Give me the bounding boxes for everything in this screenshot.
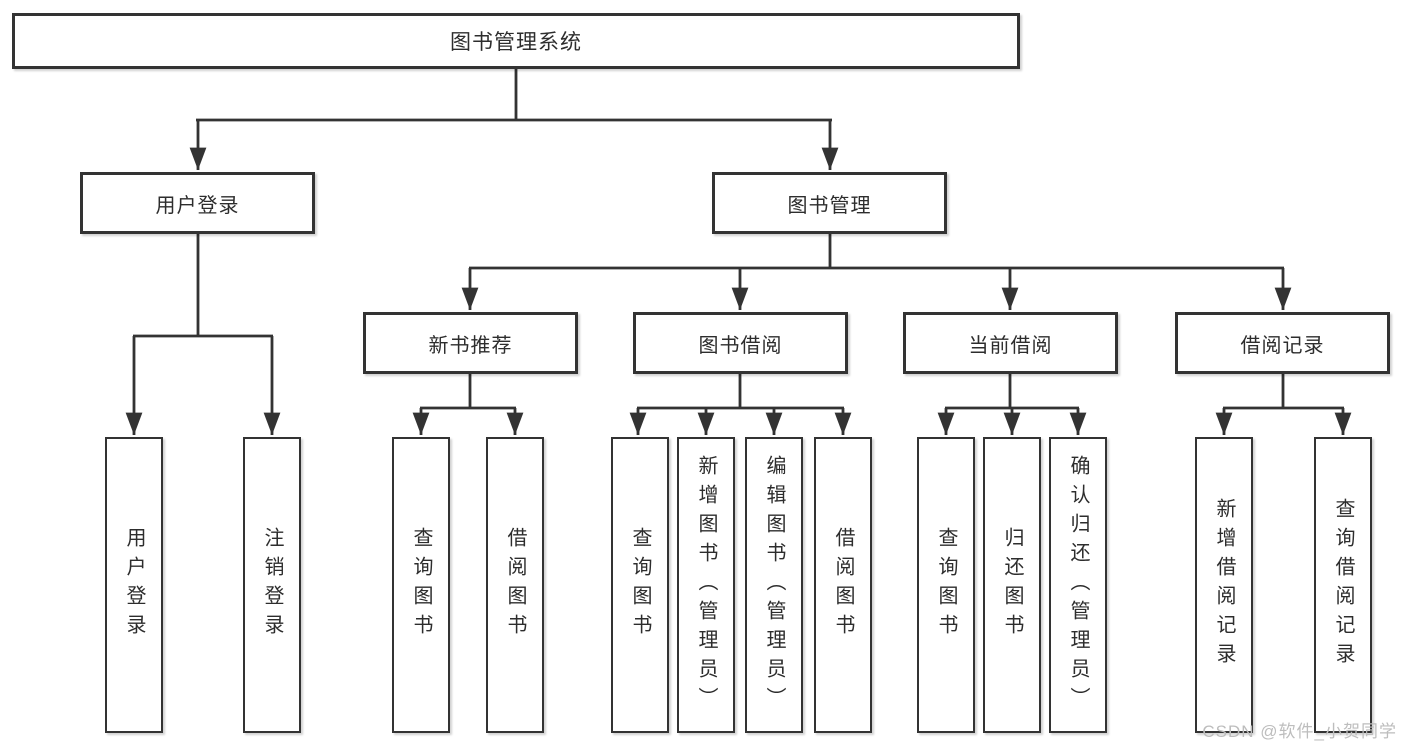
leaf-cb-confirm-return-admin: 确认归还（管理员） [1049,437,1107,733]
leaf-label: 查询借阅记录 [1332,498,1354,672]
leaf-cb-return-books: 归还图书 [983,437,1041,733]
node-root: 图书管理系统 [12,13,1020,69]
node-new-book-recommend: 新书推荐 [363,312,578,374]
leaf-label: 注销登录 [261,527,283,643]
node-book-borrow: 图书借阅 [633,312,848,374]
leaf-label: 借阅图书 [832,527,854,643]
leaf-br-query-record: 查询借阅记录 [1314,437,1372,733]
leaf-label: 借阅图书 [504,527,526,643]
leaf-rec-query-books: 查询图书 [392,437,450,733]
leaf-bb-edit-books-admin: 编辑图书（管理员） [745,437,803,733]
leaf-bb-add-books-admin: 新增图书（管理员） [677,437,735,733]
leaf-label: 新增借阅记录 [1213,498,1235,672]
leaf-cb-query-books: 查询图书 [917,437,975,733]
leaf-label: 查询图书 [410,527,432,643]
leaf-label: 查询图书 [629,527,651,643]
leaf-bb-borrow-books: 借阅图书 [814,437,872,733]
node-book-management: 图书管理 [712,172,947,234]
leaf-rec-borrow-books: 借阅图书 [486,437,544,733]
node-user-login: 用户登录 [80,172,315,234]
leaf-label: 用户登录 [123,527,145,643]
node-borrow-records: 借阅记录 [1175,312,1390,374]
leaf-label: 新增图书（管理员） [695,454,717,716]
leaf-label: 确认归还（管理员） [1067,454,1089,716]
leaf-bb-query-books: 查询图书 [611,437,669,733]
leaf-label: 查询图书 [935,527,957,643]
watermark: CSDN @软件_小贺同学 [1202,722,1397,741]
leaf-label: 编辑图书（管理员） [763,454,785,716]
leaf-br-add-record: 新增借阅记录 [1195,437,1253,733]
node-current-borrow: 当前借阅 [903,312,1118,374]
leaf-label: 归还图书 [1001,527,1023,643]
leaf-logout: 注销登录 [243,437,301,733]
leaf-user-login: 用户登录 [105,437,163,733]
